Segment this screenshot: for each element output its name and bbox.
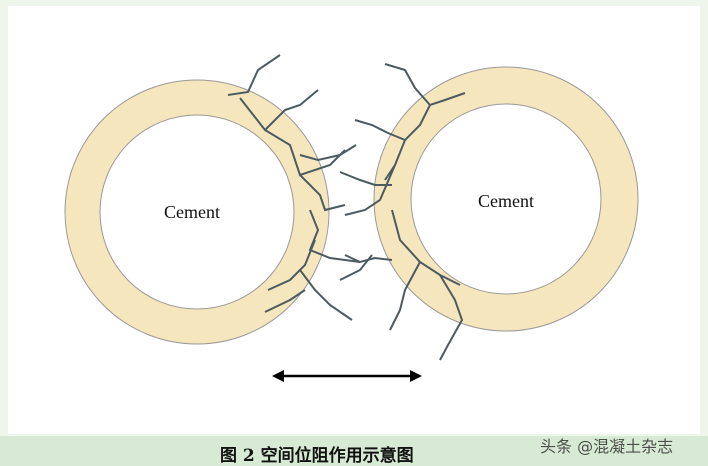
left-chain [299, 269, 353, 321]
right-chain [339, 254, 373, 281]
left-chain [227, 54, 281, 96]
right-cement-core [410, 103, 602, 295]
right-chain [339, 171, 392, 186]
caption-band [0, 436, 708, 466]
steric-hindrance-diagram: Cement Cement [64, 54, 639, 382]
left-chain [239, 97, 346, 177]
left-cement-label: Cement [164, 202, 220, 222]
right-chain [439, 274, 464, 361]
right-chain [344, 164, 396, 216]
left-chain [299, 144, 357, 162]
right-cement-label: Cement [478, 191, 534, 211]
right-chain [389, 261, 421, 331]
left-chain [264, 289, 306, 313]
figure-caption: 图 2 空间位阻作用示意图 [220, 446, 414, 466]
left-chain [299, 174, 346, 212]
polymer-side-chains [227, 54, 466, 361]
left-cement-particle: Cement [64, 79, 330, 345]
left-chain [267, 239, 316, 291]
left-cement-core [99, 114, 295, 310]
right-cement-particle: Cement [373, 66, 639, 332]
distance-arrow [272, 370, 422, 382]
watermark: 头条 @混凝土杂志 [540, 437, 674, 456]
right-chain [354, 119, 406, 141]
right-chain [384, 63, 466, 107]
left-chain [264, 89, 319, 131]
